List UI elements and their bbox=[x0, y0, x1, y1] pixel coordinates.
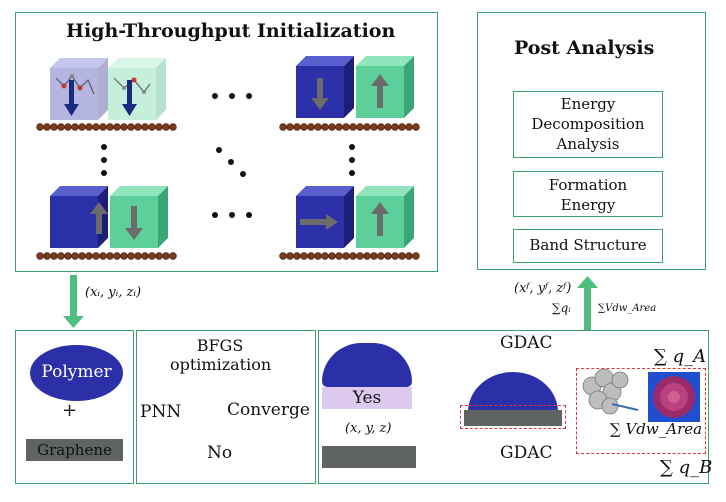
energy-decomposition-item: Energy Decomposition Analysis bbox=[513, 91, 663, 158]
band-structure-item: Band Structure bbox=[513, 229, 663, 263]
graphene-label: Graphene bbox=[37, 441, 112, 459]
optimization-panel bbox=[136, 330, 316, 484]
highlight-dashed-box bbox=[460, 405, 566, 429]
sum-qa-label: ∑ q_A bbox=[654, 346, 707, 367]
pnn-label: PNN bbox=[140, 402, 182, 422]
no-label: No bbox=[207, 443, 233, 463]
graphene-block bbox=[26, 439, 123, 461]
optimization-label: optimization bbox=[170, 355, 272, 374]
post-analysis-title: Post Analysis bbox=[514, 37, 655, 59]
polymer-label: Polymer bbox=[41, 362, 112, 382]
sum-q-i-label: ∑qᵢ bbox=[552, 301, 571, 315]
initial-coords-label: (xᵢ, yᵢ, zᵢ) bbox=[85, 285, 142, 300]
cube-pair-top-right bbox=[296, 56, 414, 118]
graphene-slab-bottom bbox=[322, 446, 416, 468]
sum-vdw-area-inset-label: ∑ Vdw_Area bbox=[610, 420, 703, 438]
final-coords-label: (xᶠ, yᶠ, zᶠ) bbox=[514, 281, 572, 296]
sum-vdw-area-label: ∑Vdw_Area bbox=[598, 303, 657, 314]
init-panel-title: High-Throughput Initialization bbox=[66, 20, 396, 42]
plus-sign: + bbox=[62, 400, 78, 421]
formation-energy-item: Formation Energy bbox=[513, 171, 663, 217]
xyz-label: (x, y, z) bbox=[345, 421, 392, 436]
converge-label: Converge bbox=[227, 400, 310, 420]
bfgs-label: BFGS bbox=[196, 336, 244, 355]
cube-pair-bottom-right bbox=[296, 186, 414, 248]
gdac-bottom-label: GDAC bbox=[500, 443, 553, 463]
sum-qb-label: ∑ q_B bbox=[660, 457, 713, 478]
ellipsis-dots bbox=[101, 93, 355, 218]
gdac-top-label: GDAC bbox=[500, 333, 553, 353]
polymer-blob bbox=[30, 345, 123, 401]
cube-pair-top-left bbox=[50, 58, 166, 120]
yes-label: Yes bbox=[352, 388, 382, 408]
yes-box bbox=[322, 387, 412, 409]
graphene-slab-mid bbox=[464, 410, 562, 426]
cube-pair-bottom-left bbox=[50, 186, 168, 248]
